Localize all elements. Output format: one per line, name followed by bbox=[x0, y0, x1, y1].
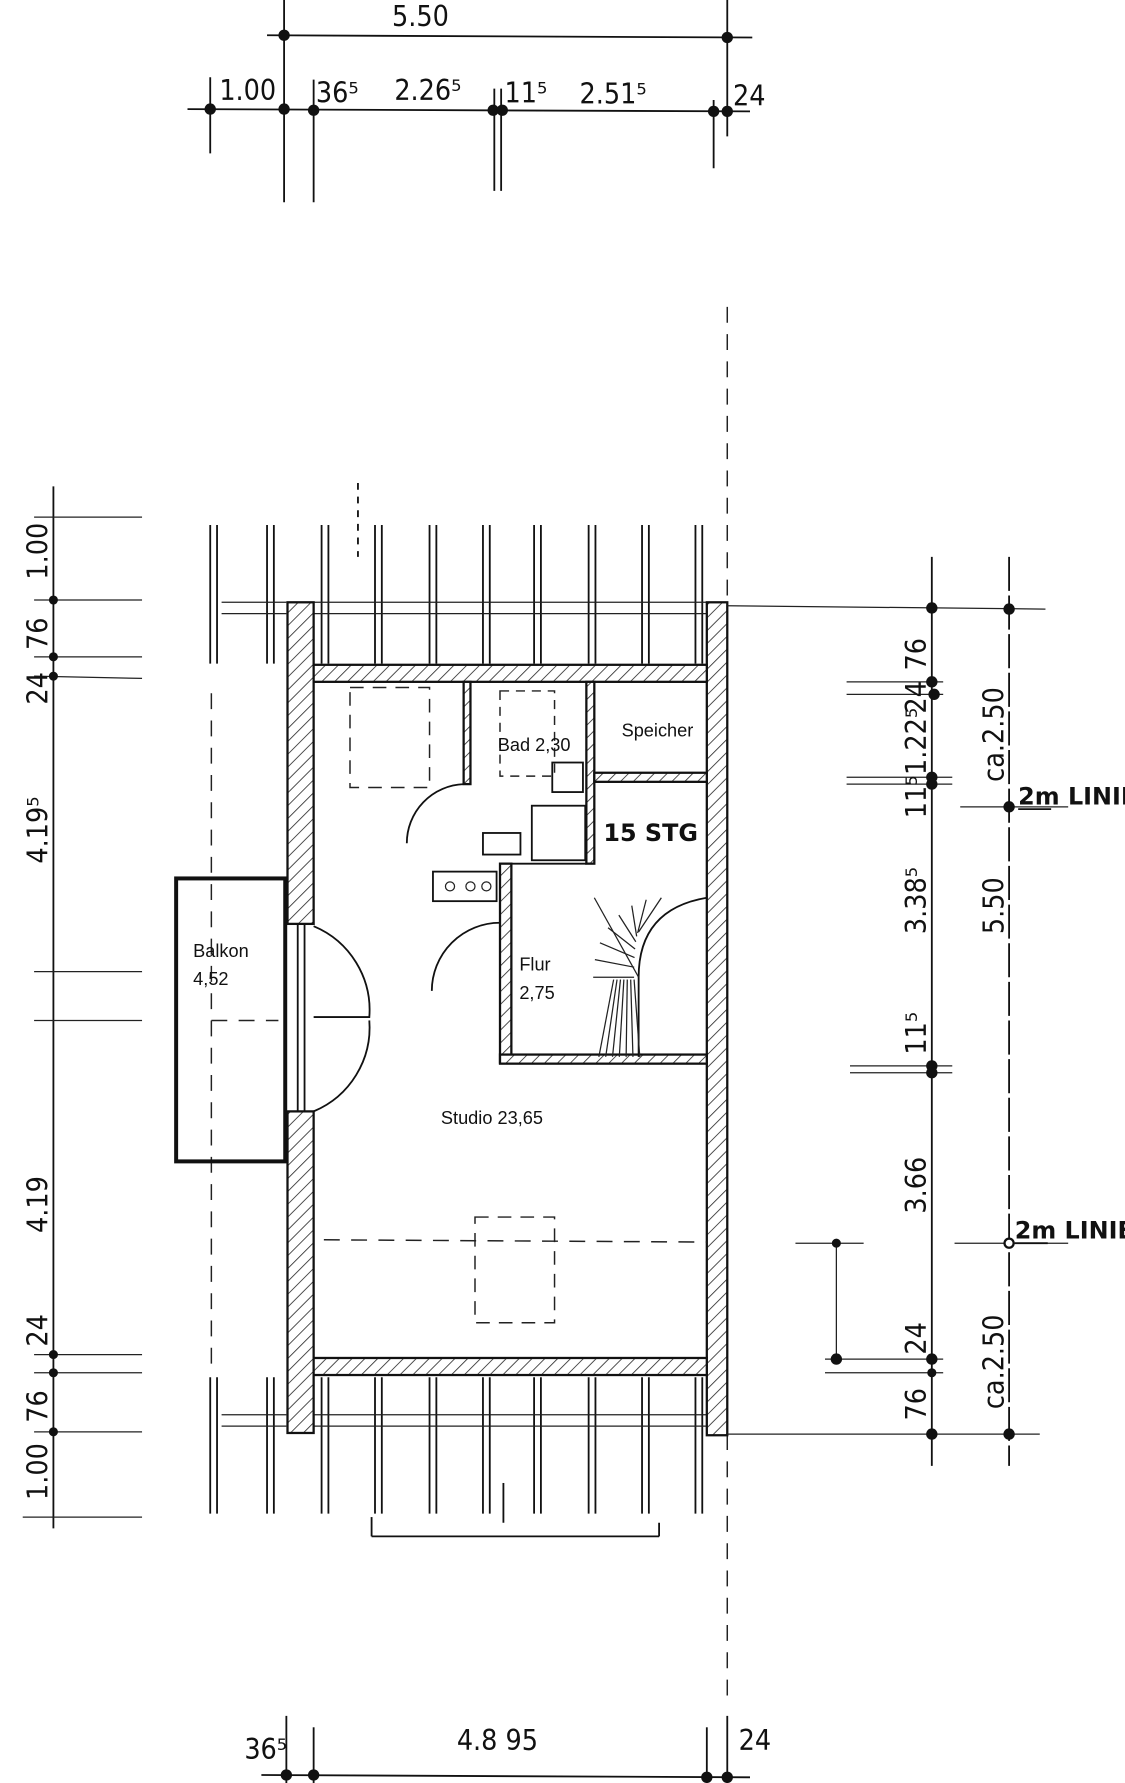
dim-label: ca.2.50 bbox=[977, 1314, 1010, 1409]
dim-label: 2.26⁵ bbox=[394, 74, 461, 107]
roof-rafters bbox=[209, 525, 707, 1514]
room-label-speicher: Speicher bbox=[622, 720, 694, 740]
walls bbox=[286, 601, 729, 1437]
dim-label: 4.19⁵ bbox=[22, 797, 55, 864]
dim-label: 2.51⁵ bbox=[580, 77, 647, 110]
dim-label: 11⁵ bbox=[505, 76, 548, 109]
dim-label: 24 bbox=[22, 1314, 55, 1347]
dim-label: 4.8 95 bbox=[457, 1724, 538, 1757]
rafter-line bbox=[638, 897, 662, 933]
rafter-line bbox=[593, 897, 640, 978]
rafter-line bbox=[625, 979, 628, 1057]
stairs-label: 15 STG bbox=[603, 819, 698, 847]
bottom-dimensions: 36⁵ 4.8 95 24 bbox=[244, 1482, 772, 1783]
dim-label: 76 bbox=[22, 618, 55, 650]
top-dimensions: 5.50 1.00 36⁵ 2.26⁵ 11⁵ 2.51⁵ 24 bbox=[187, 0, 766, 203]
dim-label: 24 bbox=[900, 681, 933, 714]
doors bbox=[313, 783, 501, 1113]
rafter-line bbox=[598, 979, 615, 1057]
room-label-bad: Bad 2,30 bbox=[498, 735, 571, 755]
staircase bbox=[593, 896, 707, 1057]
dim-label: 24 bbox=[739, 1724, 772, 1757]
rafter-line bbox=[611, 979, 622, 1057]
dim-label: 76 bbox=[900, 638, 933, 671]
dim-label: 24 bbox=[733, 80, 766, 113]
balcony-outline bbox=[174, 876, 288, 1164]
dim-label: 76 bbox=[22, 1390, 55, 1423]
room-label-studio: Studio 23,65 bbox=[441, 1108, 543, 1128]
dim-label: 1.00 bbox=[219, 74, 276, 107]
rafter-line bbox=[599, 942, 635, 959]
dim-label: 1.00 bbox=[22, 1443, 55, 1500]
rafter-line bbox=[633, 979, 641, 1057]
dim-label: 1.22⁵ bbox=[900, 708, 933, 775]
dim-label: 5.50 bbox=[977, 877, 1010, 934]
rafter-line bbox=[637, 899, 647, 934]
dim-label: 36⁵ bbox=[316, 76, 359, 109]
rafter-line bbox=[594, 958, 635, 968]
rafter-line bbox=[630, 979, 634, 1057]
two-meter-line-label: 2m LINIE bbox=[1018, 783, 1125, 811]
dim-label: 36⁵ bbox=[244, 1733, 287, 1766]
room-label-flur: Flur bbox=[519, 954, 550, 974]
dim-label: ca.2.50 bbox=[977, 687, 1010, 782]
dim-label: 76 bbox=[900, 1388, 933, 1421]
rafter-line bbox=[605, 979, 618, 1057]
dim-label: 11⁵ bbox=[900, 1012, 933, 1055]
room-label-balkon: Balkon bbox=[193, 941, 249, 961]
room-area-balkon: 4,52 bbox=[193, 969, 228, 989]
right-dimensions: 76 24 1.22⁵ 11⁵ 3.38⁵ 11⁵ 3.66 24 76 ca.… bbox=[727, 556, 1125, 1466]
dim-label: 24 bbox=[900, 1322, 933, 1355]
dim-label: 1.00 bbox=[22, 523, 55, 580]
dim-overall-width: 5.50 bbox=[392, 0, 449, 33]
dim-label: 4.19 bbox=[22, 1176, 55, 1233]
dim-label: 3.66 bbox=[900, 1157, 933, 1214]
rafter-line bbox=[618, 914, 637, 943]
rafter-line bbox=[631, 905, 638, 937]
two-meter-line-label: 2m LINIE bbox=[1015, 1217, 1125, 1245]
rafter-line bbox=[618, 979, 625, 1057]
bathroom-fixtures bbox=[323, 686, 707, 1324]
room-area-flur: 2,75 bbox=[519, 983, 554, 1003]
dim-label: 24 bbox=[22, 672, 55, 704]
dim-label: 3.38⁵ bbox=[900, 867, 933, 934]
left-dimensions: 1.00 76 24 4.19⁵ 4.19 24 76 1.00 bbox=[22, 486, 143, 1529]
dim-label: 11⁵ bbox=[900, 775, 933, 818]
